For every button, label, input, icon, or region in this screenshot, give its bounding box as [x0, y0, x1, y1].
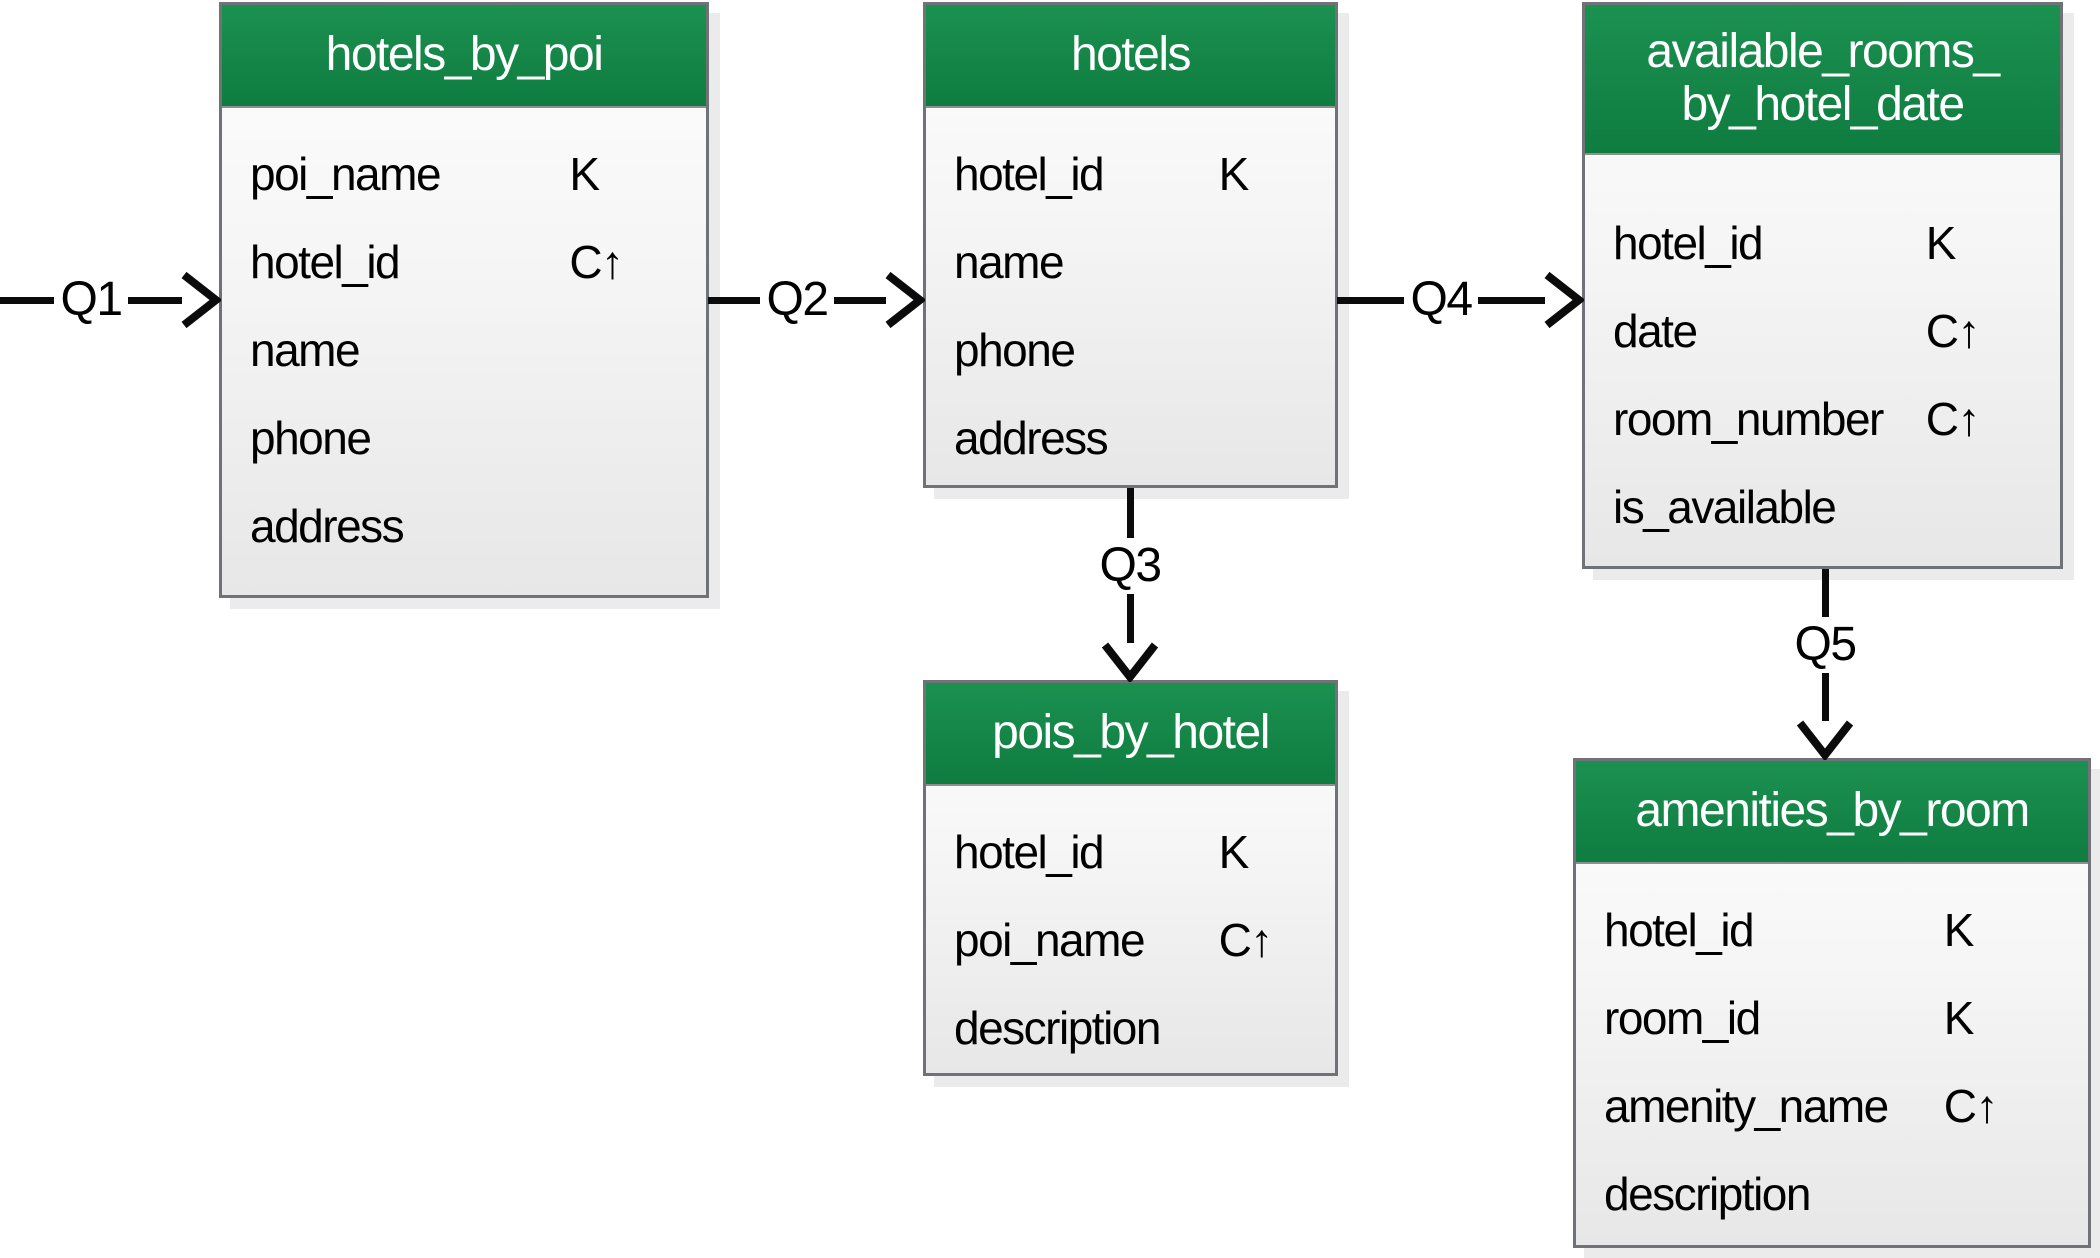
query-label: Q1 [60, 273, 123, 326]
table-row: poi_name C↑ [926, 896, 1335, 984]
arrow-line [1126, 593, 1134, 643]
table-columns: hotel_id K room_id K amenity_name C↑ des… [1576, 864, 2088, 1238]
arrow-line [1821, 569, 1829, 617]
table-columns: hotel_id K poi_name C↑ description [926, 786, 1335, 1072]
table-title: amenities_by_room [1576, 761, 2088, 864]
table-row: name [926, 218, 1335, 306]
table-row: hotel_id K [926, 808, 1335, 896]
table-row: is_available [1585, 463, 2060, 551]
column-name: room_number [1613, 393, 1884, 445]
arrow-line [127, 296, 182, 304]
column-name: hotel_id [250, 236, 401, 288]
table-row: poi_name K [222, 130, 706, 218]
table-row: hotel_id C↑ [222, 218, 706, 306]
arrow-line [1821, 673, 1829, 721]
query-arrow-q1: Q1 [0, 268, 221, 332]
query-label: Q3 [1099, 538, 1162, 592]
column-name: name [250, 324, 361, 376]
column-name: poi_name [954, 914, 1146, 966]
column-name: is_available [1613, 481, 1837, 533]
column-name: address [954, 412, 1109, 464]
table-row: hotel_id K [1585, 199, 2060, 287]
table-row: address [222, 482, 706, 570]
query-arrow-q4: Q4 [1337, 268, 1584, 332]
arrowhead-right-icon [181, 271, 221, 329]
column-name: address [250, 500, 405, 552]
column-key-marker: K [1925, 217, 1957, 269]
column-name: hotel_id [954, 826, 1105, 878]
column-name: phone [250, 412, 372, 464]
arrow-line [1337, 296, 1405, 304]
column-name: poi_name [250, 148, 442, 200]
column-key-marker: C↑ [569, 236, 624, 288]
table-row: address [926, 394, 1335, 482]
column-name: hotel_id [1613, 217, 1764, 269]
column-name: amenity_name [1604, 1080, 1889, 1132]
column-key-marker: C↑ [1925, 393, 1981, 445]
table-row: hotel_id K [1576, 886, 2088, 974]
table-row: hotel_id K [926, 130, 1335, 218]
arrowhead-right-icon [1544, 271, 1584, 329]
column-key-marker: K [1218, 148, 1250, 200]
query-arrow-q3: Q3 [1098, 488, 1162, 682]
arrowhead-right-icon [885, 271, 925, 329]
table-columns: hotel_id K date C↑ room_number C↑ is_ava… [1585, 155, 2060, 551]
table-columns: hotel_id K name phone address [926, 108, 1335, 482]
query-arrow-q5: Q5 [1793, 569, 1857, 760]
arrow-line [708, 296, 761, 304]
column-name: phone [954, 324, 1076, 376]
column-name: description [1604, 1168, 1811, 1220]
table-row: description [926, 984, 1335, 1072]
column-key-marker: C↑ [1943, 1080, 1999, 1132]
column-key-marker: K [569, 148, 600, 200]
table-hotels: hotels hotel_id K name phone address [923, 2, 1338, 488]
arrow-line [0, 296, 55, 304]
arrow-line [1126, 488, 1134, 538]
arrow-line [1477, 296, 1545, 304]
table-row: phone [222, 394, 706, 482]
column-name: description [954, 1002, 1161, 1054]
table-row: room_number C↑ [1585, 375, 2060, 463]
table-title: hotels_by_poi [222, 5, 706, 108]
query-arrow-q2: Q2 [708, 268, 925, 332]
column-key-marker: C↑ [1218, 914, 1274, 966]
query-label: Q5 [1794, 618, 1857, 671]
table-title: hotels [926, 5, 1335, 108]
column-key-marker: K [1218, 826, 1250, 878]
column-key-marker: C↑ [1925, 305, 1981, 357]
table-title: available_rooms_ by_hotel_date [1585, 5, 2060, 155]
table-available-rooms-by-hotel-date: available_rooms_ by_hotel_date hotel_id … [1582, 2, 2063, 569]
query-label: Q4 [1410, 273, 1473, 326]
table-row: room_id K [1576, 974, 2088, 1062]
column-name: hotel_id [954, 148, 1105, 200]
column-key-marker: K [1943, 904, 1975, 956]
column-name: name [954, 236, 1065, 288]
table-hotels-by-poi: hotels_by_poi poi_name K hotel_id C↑ nam… [219, 2, 709, 598]
table-pois-by-hotel: pois_by_hotel hotel_id K poi_name C↑ des… [923, 680, 1338, 1076]
arrow-line [833, 296, 886, 304]
table-columns: poi_name K hotel_id C↑ name phone addres… [222, 108, 706, 570]
table-row: date C↑ [1585, 287, 2060, 375]
arrowhead-down-icon [1101, 642, 1159, 682]
table-row: name [222, 306, 706, 394]
table-title: pois_by_hotel [926, 683, 1335, 786]
table-amenities-by-room: amenities_by_room hotel_id K room_id K a… [1573, 758, 2091, 1248]
column-name: hotel_id [1604, 904, 1755, 956]
arrowhead-down-icon [1796, 720, 1854, 760]
column-name: date [1613, 305, 1698, 357]
table-row: description [1576, 1150, 2088, 1238]
query-label: Q2 [766, 273, 829, 326]
table-row: amenity_name C↑ [1576, 1062, 2088, 1150]
table-row: phone [926, 306, 1335, 394]
column-name: room_id [1604, 992, 1761, 1044]
column-key-marker: K [1943, 992, 1975, 1044]
